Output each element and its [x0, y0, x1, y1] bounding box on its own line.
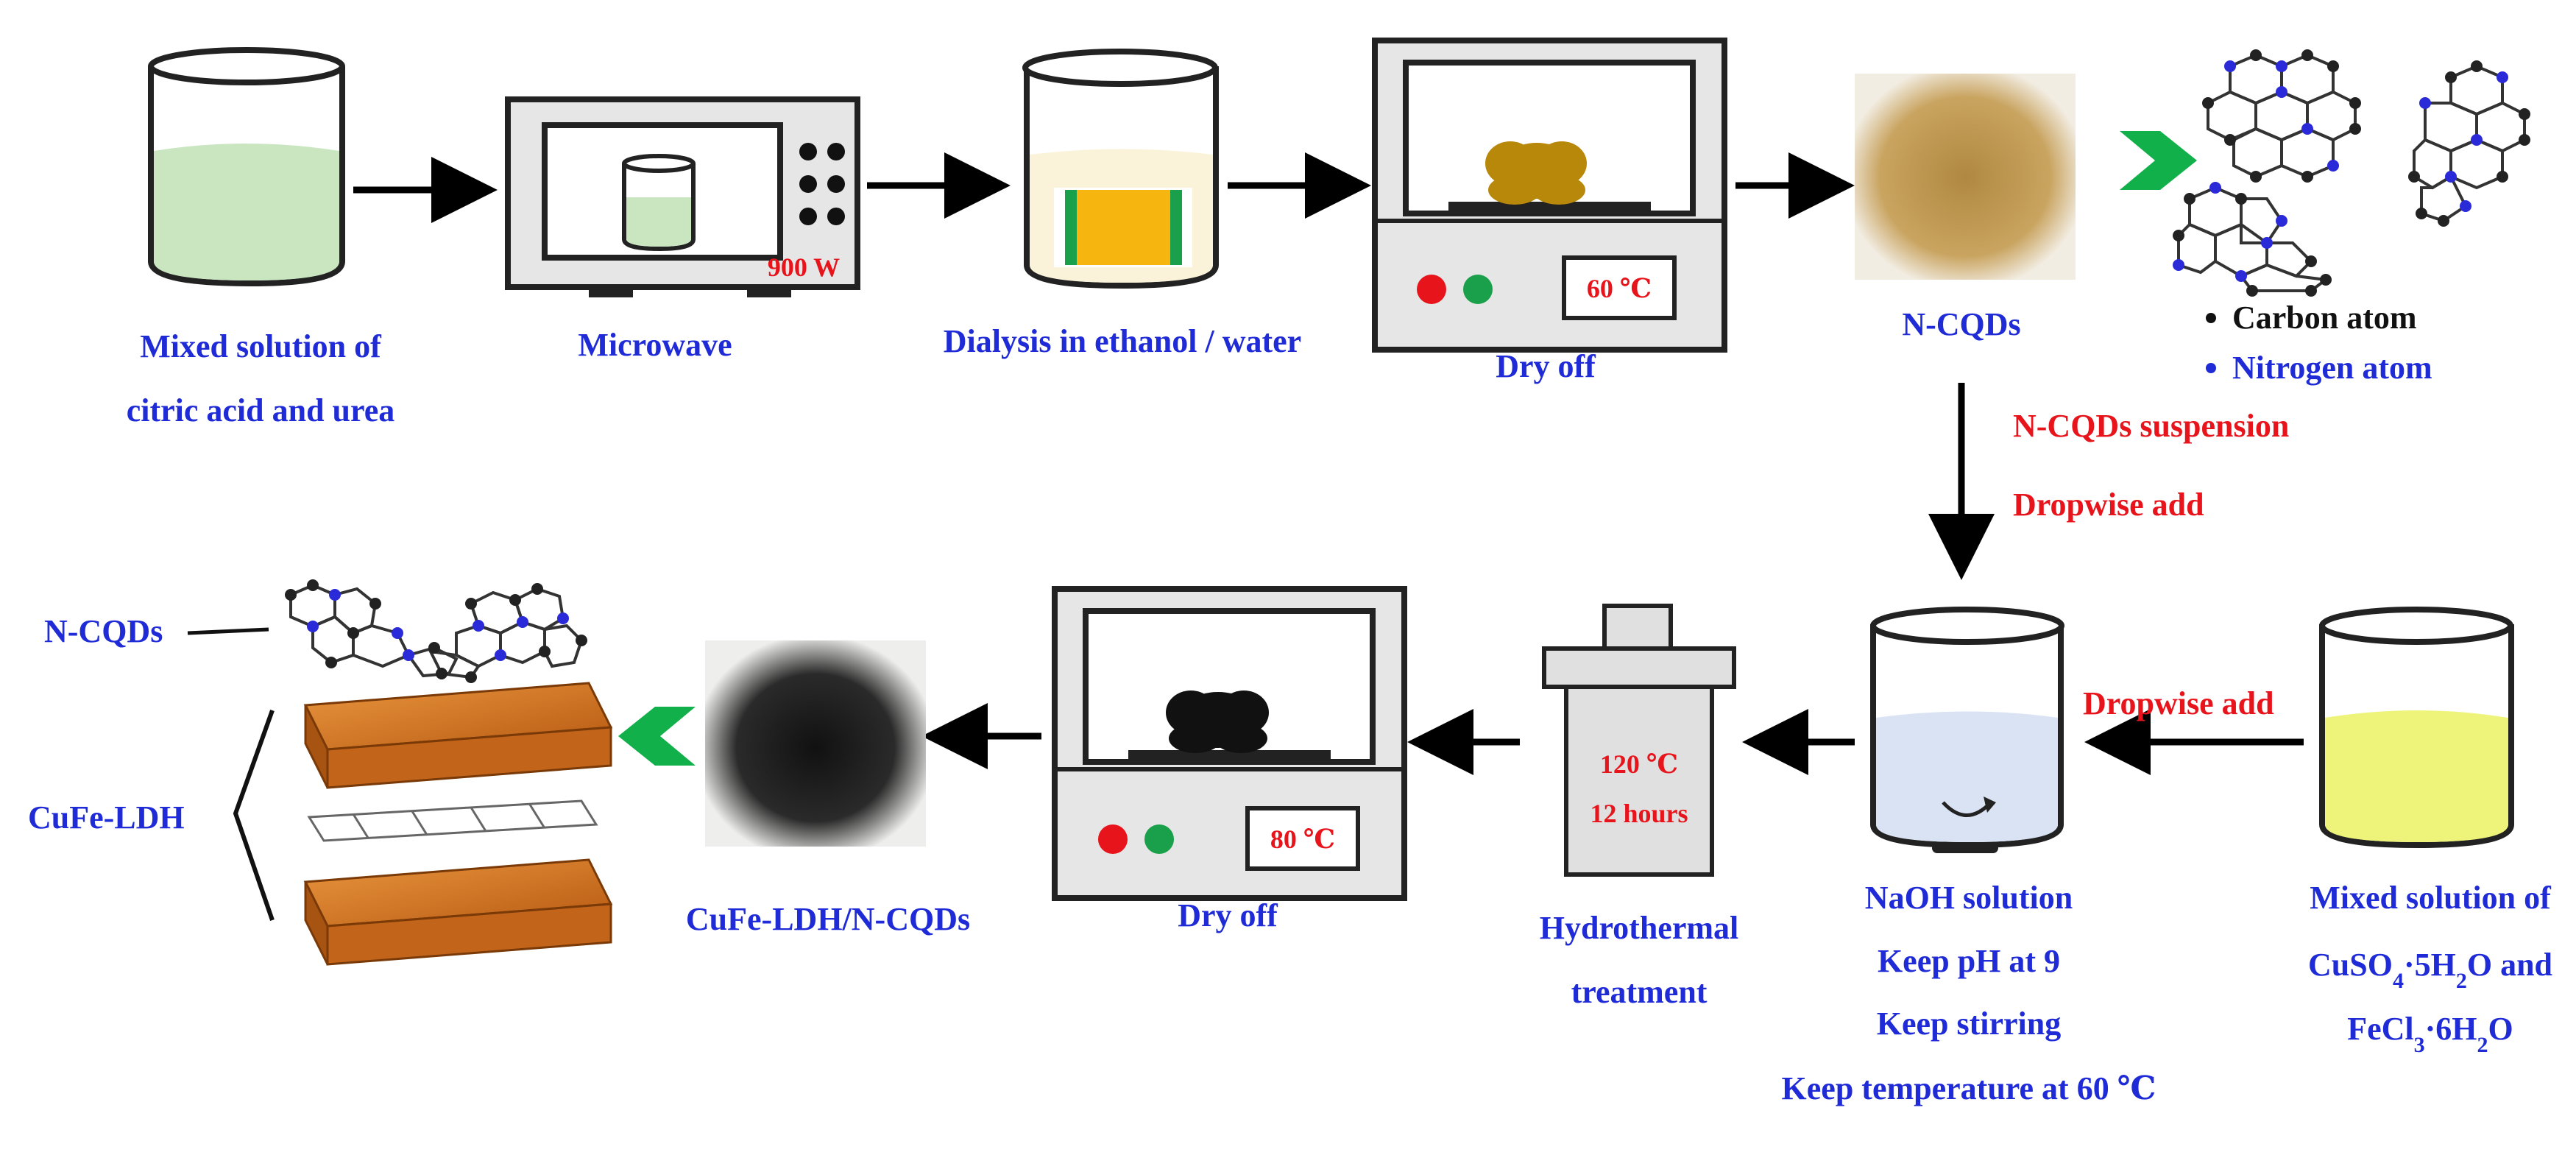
drying-oven-2: [1052, 586, 1407, 901]
label-cuso4: CuSO4·5H2O and: [2308, 947, 2552, 993]
label-structure-ncqds: N-CQDs: [44, 613, 163, 649]
label-dropwise-add-1: Dropwise add: [2013, 487, 2204, 523]
label-dry-off-2: Dry off: [1178, 897, 1278, 933]
black-sample: [1166, 690, 1269, 753]
autoclave-icon: [1542, 604, 1736, 877]
label-ncqds: N-CQDs: [1902, 306, 2020, 342]
legend-nitrogen: Nitrogen atom: [2232, 350, 2432, 386]
ldh-bracket: [233, 709, 275, 921]
product-powder-photo: [705, 640, 926, 847]
label-naoh: NaOH solution: [1865, 880, 2073, 916]
label-fecl3: FeCl3·6H2O: [2347, 1011, 2513, 1057]
ldh-layer-bottom: [303, 858, 613, 966]
ncqd-molecule-2: [2413, 64, 2526, 223]
autoclave-time: 12 hours: [1590, 799, 1688, 828]
label-dialysis: Dialysis in ethanol / water: [944, 323, 1301, 359]
nitrogen-dot-icon: [2206, 363, 2216, 373]
beaker-cuso4-fecl3: [2319, 607, 2514, 849]
label-product: CuFe-LDH/N-CQDs: [686, 901, 970, 937]
green-solution: [154, 144, 339, 280]
oven-1-temp: 60 ℃: [1587, 274, 1652, 303]
microwave-icon: [505, 96, 860, 297]
label-keep-temperature: Keep temperature at 60 ℃: [1782, 1070, 2156, 1106]
label-mixed-solution-2a: Mixed solution of: [2310, 880, 2552, 916]
label-keep-ph: Keep pH at 9: [1878, 943, 2060, 979]
blue-solution: [1876, 711, 2058, 842]
pointer-line: [187, 627, 269, 635]
drying-oven-1: [1372, 38, 1727, 353]
interlayer-molecules: [307, 799, 598, 842]
label-mixed-solution-1a: Mixed solution of: [140, 328, 382, 364]
oven-2-temp: 80 ℃: [1270, 824, 1335, 854]
chevron-right-icon: [2120, 131, 2197, 190]
yellow-solution: [2325, 710, 2508, 842]
ncqds-powder-photo: [1855, 74, 2076, 280]
label-dry-off-1: Dry off: [1496, 348, 1596, 384]
beaker-citric-urea: [148, 47, 345, 287]
microwave-power: 900 W: [768, 252, 840, 282]
label-dropwise-add-2: Dropwise add: [2083, 685, 2274, 721]
stir-bar-icon: [1932, 843, 1998, 853]
label-keep-stirring: Keep stirring: [1877, 1006, 2062, 1042]
label-ncqds-suspension: N-CQDs suspension: [2013, 408, 2289, 444]
dialysis-bag: [1069, 190, 1178, 265]
label-microwave: Microwave: [578, 327, 732, 363]
legend-carbon: Carbon atom: [2232, 300, 2417, 336]
label-structure-ldh: CuFe-LDH: [28, 799, 185, 836]
autoclave-temp: 120 ℃: [1600, 749, 1678, 779]
molecule-atoms-2: [285, 579, 587, 683]
chevron-left-icon: [618, 707, 696, 766]
dialysis-beaker: [1022, 49, 1219, 289]
carbon-dot-icon: [2206, 313, 2216, 323]
ldh-layer-top: [303, 682, 613, 789]
ncqd-molecule-3: [2177, 186, 2330, 292]
ncqd-molecule-1: [2207, 53, 2357, 179]
brown-sample: [1485, 141, 1587, 205]
atom-dots: [2173, 49, 2530, 297]
label-mixed-solution-1b: citric acid and urea: [127, 392, 395, 428]
label-hydrothermal: Hydrothermal: [1540, 910, 1739, 946]
beaker-naoh: [1870, 607, 2064, 853]
label-treatment: treatment: [1571, 974, 1708, 1010]
